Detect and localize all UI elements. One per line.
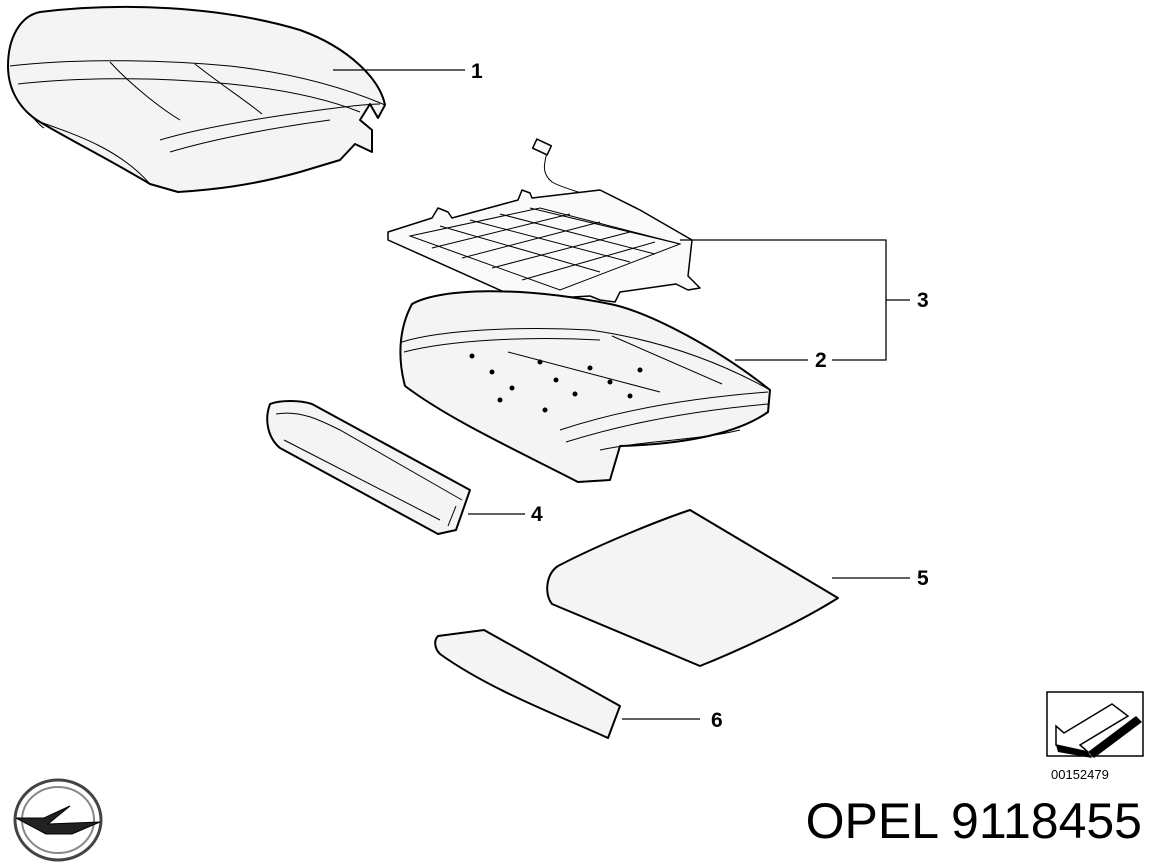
callout-4: 4: [531, 503, 543, 526]
part-5-insert-sheet[interactable]: [546, 509, 839, 667]
reference-code: 00152479: [1051, 767, 1109, 782]
part-3-heating-mat[interactable]: [387, 138, 701, 303]
part-4-front-pad[interactable]: [266, 400, 471, 535]
part-2-seat-base[interactable]: [399, 290, 771, 483]
callout-2: 2: [815, 349, 827, 372]
part-1-seat-cover[interactable]: [7, 5, 386, 193]
orientation-arrow-icon: [1046, 691, 1144, 758]
leader-lines: [333, 69, 910, 720]
callout-1: 1: [471, 60, 483, 83]
callout-5: 5: [917, 567, 929, 590]
part-6-wedge-pad[interactable]: [434, 629, 621, 739]
part-number-caption: OPEL 9118455: [805, 793, 1142, 849]
opel-logo: [13, 778, 103, 862]
heating-mat-grid: [408, 207, 682, 291]
seat-base-holes: [469, 353, 643, 413]
callout-6: 6: [711, 709, 723, 732]
callout-3: 3: [917, 289, 929, 312]
